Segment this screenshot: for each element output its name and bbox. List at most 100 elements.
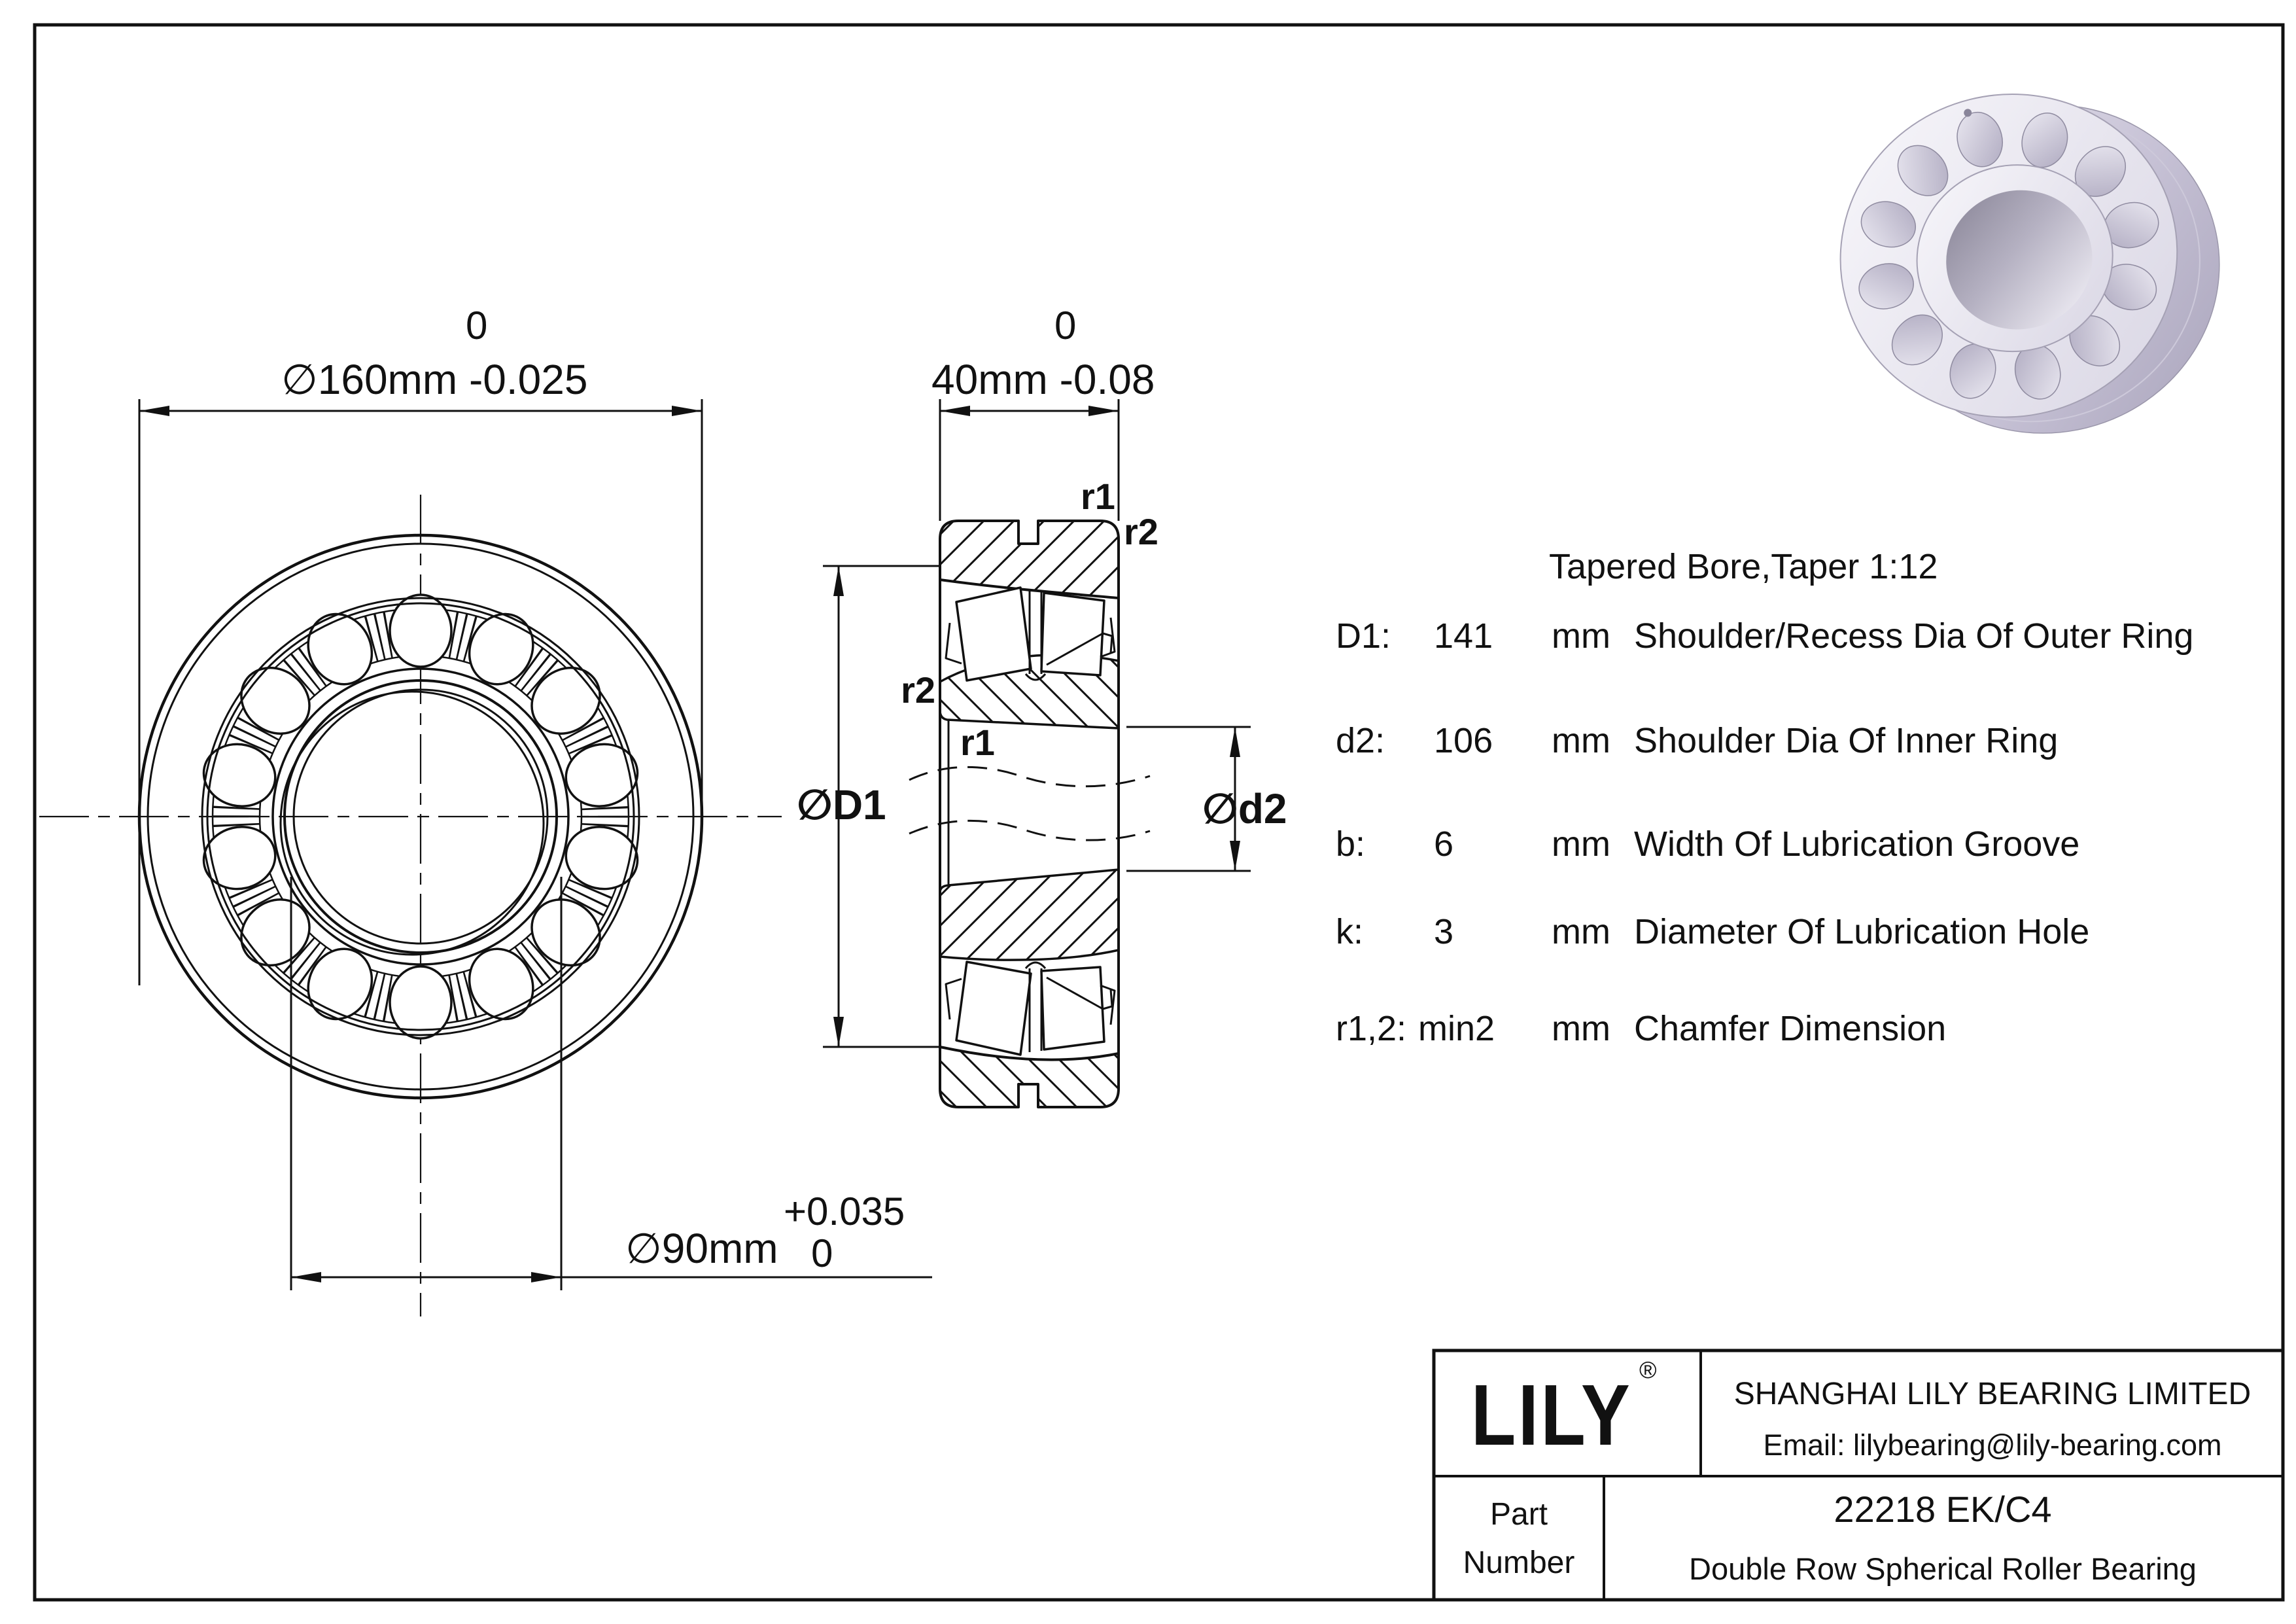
inner-ring-rim-circle (271, 667, 570, 966)
spec-label: k: (1336, 912, 1363, 951)
roller (565, 826, 639, 891)
bearing-3d-render (1839, 94, 2220, 434)
roller-left-section (955, 586, 1032, 682)
spec-unit: mm (1552, 912, 1610, 951)
bore-tolerance-upper: +0.035 (784, 1190, 905, 1233)
dimension-d2 (1126, 726, 1251, 872)
tapered-bore-crescent-circle (279, 690, 545, 956)
cage-bracket-right (1100, 617, 1116, 658)
part-label-line2: Number (1463, 1545, 1575, 1580)
spec-unit: mm (1552, 721, 1610, 760)
spec-value: min2 (1418, 1009, 1495, 1048)
label-r1-mid: r1 (960, 722, 995, 763)
bore-large-end-circle (283, 679, 558, 954)
arrowhead-left (940, 406, 970, 416)
roller (240, 666, 311, 735)
roller (389, 593, 453, 668)
spec-row: d2: 106 mm Shoulder Dia Of Inner Ring (1336, 721, 2058, 760)
dimension-D1 (823, 565, 940, 1048)
part-label-line1: Part (1490, 1497, 1548, 1532)
arrowhead-up (1230, 727, 1240, 757)
cage-bracket-left (945, 622, 962, 665)
cage-pins (213, 609, 629, 1025)
label-d2: ∅d2 (1202, 785, 1287, 832)
spec-label: r1,2: (1336, 1009, 1406, 1048)
roller (468, 612, 534, 686)
inner-ring-bottom-section (939, 868, 1120, 961)
roller (531, 666, 601, 735)
label-r2-mid: r2 (901, 669, 935, 711)
spec-unit: mm (1552, 616, 1610, 656)
roller (307, 947, 374, 1021)
render-roller (1891, 314, 1943, 366)
width-tolerance-upper: 0 (1054, 304, 1076, 347)
spec-desc: Width Of Lubrication Groove (1634, 824, 2079, 864)
bore-dimension-text: ∅90mm (625, 1225, 778, 1272)
arrowhead-left (291, 1272, 321, 1282)
arrowhead-right (531, 1272, 561, 1282)
spec-list: Tapered Bore,Taper 1:12 D1: 141 mm Shoul… (1336, 547, 2193, 1048)
od-dimension-text: ∅160mm -0.025 (281, 356, 587, 403)
roller-right-section (1040, 591, 1105, 677)
company-email: Email: lilybearing@lily-bearing.com (1764, 1428, 2222, 1462)
arrowhead-right (1088, 406, 1119, 416)
roller (202, 743, 277, 807)
render-roller (1957, 111, 2003, 168)
spec-label: b: (1336, 824, 1365, 864)
roller (307, 612, 374, 686)
bore-tolerance-lower: 0 (811, 1231, 833, 1275)
arrowhead-down (833, 1017, 844, 1047)
outer-ring-chamfer-circle (147, 542, 695, 1091)
spec-row: b: 6 mm Width Of Lubrication Groove (1336, 824, 2079, 864)
roller (565, 743, 639, 807)
spec-value: 6 (1434, 824, 1453, 864)
break-line-upper (909, 766, 1151, 788)
spec-value: 141 (1434, 616, 1493, 656)
roller (389, 965, 453, 1040)
dimension-width-40 (939, 399, 1120, 521)
spec-desc: Shoulder/Recess Dia Of Outer Ring (1634, 616, 2193, 656)
cross-section-view (909, 520, 1151, 1108)
spec-desc: Shoulder Dia Of Inner Ring (1634, 721, 2058, 760)
spec-label: D1: (1336, 616, 1391, 656)
cage-cup (1024, 673, 1047, 681)
roller-row-bottom (945, 961, 1116, 1056)
arrowhead-down (1230, 841, 1240, 871)
dimension-od-160 (138, 399, 703, 985)
spec-unit: mm (1552, 824, 1610, 864)
part-number: 22218 EK/C4 (1834, 1489, 2051, 1530)
render-lubrication-hole (1964, 109, 1972, 117)
outer-ring-top-section (939, 520, 1120, 599)
spec-row: r1,2: min2 mm Chamfer Dimension (1336, 1009, 1946, 1048)
arrowhead-left (139, 406, 169, 416)
arrowhead-up (833, 566, 844, 596)
spec-label: d2: (1336, 721, 1385, 760)
break-line-lower (909, 819, 1151, 841)
roller (240, 898, 311, 967)
roller-ring (202, 593, 639, 1040)
spec-row: k: 3 mm Diameter Of Lubrication Hole (1336, 912, 2089, 951)
render-roller (1897, 145, 1949, 196)
title-block: LILY ® SHANGHAI LILY BEARING LIMITED Ema… (1432, 1349, 2285, 1602)
company-name: SHANGHAI LILY BEARING LIMITED (1734, 1377, 2251, 1411)
spec-value: 106 (1434, 721, 1493, 760)
dimension-bore-90 (290, 877, 932, 1290)
render-roller (1860, 201, 1917, 248)
label-r1-top: r1 (1081, 476, 1115, 517)
roller (202, 826, 277, 891)
spec-desc: Diameter Of Lubrication Hole (1634, 912, 2089, 951)
front-view (39, 495, 782, 1316)
roller (468, 947, 534, 1021)
width-dimension-text: 40mm -0.08 (931, 356, 1155, 403)
label-D1: ∅D1 (797, 781, 886, 828)
cage-strip (1046, 632, 1113, 666)
company-logo: LILY (1471, 1366, 1630, 1463)
outer-ring-bottom-section (939, 1046, 1120, 1108)
registered-trademark-icon: ® (1639, 1356, 1657, 1383)
outer-raceway-outer-circle (201, 597, 640, 1036)
spec-title: Tapered Bore,Taper 1:12 (1549, 547, 1938, 586)
bore-small-end-circle (292, 688, 549, 945)
label-r2-top: r2 (1124, 511, 1158, 552)
